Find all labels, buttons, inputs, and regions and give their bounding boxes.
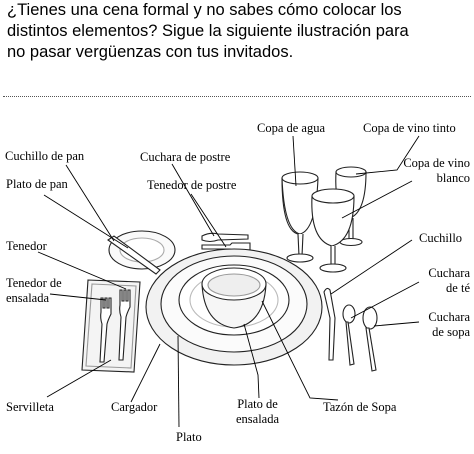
label-plato-de-ensalada-line-1: Plato de: [237, 397, 278, 411]
label-cuchara-de-postre: Cuchara de postre: [140, 150, 231, 164]
label-copa-de-vino-blanco: Copa de vino blanco: [386, 156, 470, 186]
bread-plate-illustration: [108, 230, 176, 270]
label-tenedor-de-ensalada-line-1: Tenedor de: [6, 276, 62, 290]
soup-spoon-illustration: [362, 306, 378, 372]
label-tenedor: Tenedor: [6, 239, 47, 253]
intro-line-2: distintos elementos? Sigue la siguiente …: [7, 22, 409, 40]
label-cuchara-de-te: Cuchara de té: [404, 266, 470, 296]
intro-text: ¿Tienes una cena formal y no sabes cómo …: [7, 0, 471, 63]
label-cuchara-de-sopa-line-1: Cuchara: [428, 310, 470, 324]
leader-lines: [37, 135, 420, 428]
dinner-fork-illustration: [118, 289, 131, 361]
label-cuchillo: Cuchillo: [419, 231, 463, 245]
soup-bowl-illustration: [201, 267, 267, 329]
white-wine-glass-illustration: [311, 188, 355, 273]
label-copa-de-vino-tinto: Copa de vino tinto: [363, 121, 456, 135]
napkin-illustration: [81, 279, 141, 373]
label-plato: Plato: [176, 430, 202, 444]
label-cuchillo-de-pan: Cuchillo de pan: [5, 149, 85, 163]
dotted-divider: [3, 96, 471, 97]
label-copa-de-vino-blanco-line-2: blanco: [436, 171, 470, 185]
label-tazon-de-sopa: Tazón de Sopa: [323, 400, 397, 414]
label-copa-de-agua: Copa de agua: [257, 121, 326, 135]
label-cuchara-de-sopa-line-2: de sopa: [432, 325, 470, 339]
label-cuchara-de-sopa: Cuchara de sopa: [404, 310, 470, 340]
label-plato-de-pan: Plato de pan: [6, 177, 68, 191]
label-tenedor-de-ensalada: Tenedor de ensalada: [6, 276, 62, 306]
label-tenedor-de-postre: Tenedor de postre: [147, 178, 237, 192]
label-tenedor-de-ensalada-line-2: ensalada: [6, 291, 50, 305]
intro-line-1: ¿Tienes una cena formal y no sabes cómo …: [7, 1, 402, 19]
label-cargador: Cargador: [111, 400, 158, 414]
knife-illustration: [323, 287, 336, 361]
label-plato-de-ensalada-line-2: ensalada: [236, 412, 280, 426]
salad-fork-illustration: [99, 297, 112, 363]
label-copa-de-vino-blanco-line-1: Copa de vino: [403, 156, 470, 170]
label-servilleta: Servilleta: [6, 400, 54, 414]
label-cuchara-de-te-line-1: Cuchara: [428, 266, 470, 280]
dessert-spoon-illustration: [201, 232, 249, 243]
label-plato-de-ensalada: Plato de ensalada: [236, 397, 279, 427]
label-cuchara-de-te-line-2: de té: [446, 281, 470, 295]
teaspoon-illustration: [342, 304, 356, 366]
intro-line-3: no pasar vergüenzas con tus invitados.: [7, 43, 294, 61]
